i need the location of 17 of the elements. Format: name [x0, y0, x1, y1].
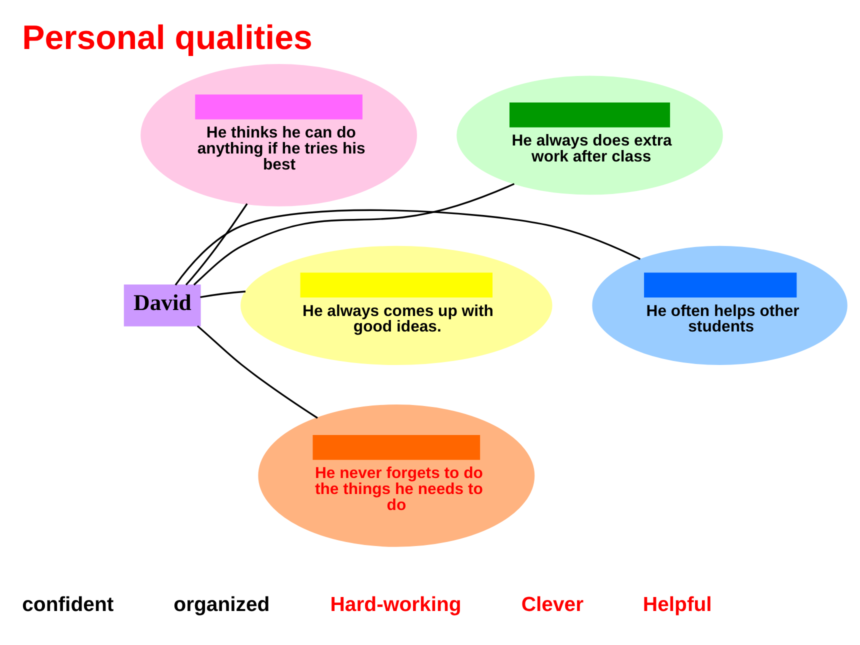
node-ellipse: He often helps other students	[592, 245, 848, 364]
node-ellipse: He always comes up with good ideas.	[240, 245, 552, 364]
node-ellipse: He never forgets to do the things he needs to do	[258, 404, 535, 546]
diagram-title: Personal qualities	[22, 18, 312, 57]
label: organized	[174, 593, 270, 616]
connector	[174, 208, 640, 285]
connector	[200, 290, 246, 298]
label: Clever	[521, 593, 584, 616]
node-ellipse: He thinks he can do anything if he tries his best	[140, 64, 418, 206]
label: Helpful	[642, 593, 712, 616]
node-ellipse: He always does extra work after class	[456, 75, 723, 194]
connector	[196, 324, 318, 418]
node-box: David	[124, 284, 201, 326]
connector	[193, 182, 515, 285]
label: Hard-working	[330, 593, 462, 616]
connector	[185, 202, 248, 285]
label: confident	[22, 593, 114, 616]
